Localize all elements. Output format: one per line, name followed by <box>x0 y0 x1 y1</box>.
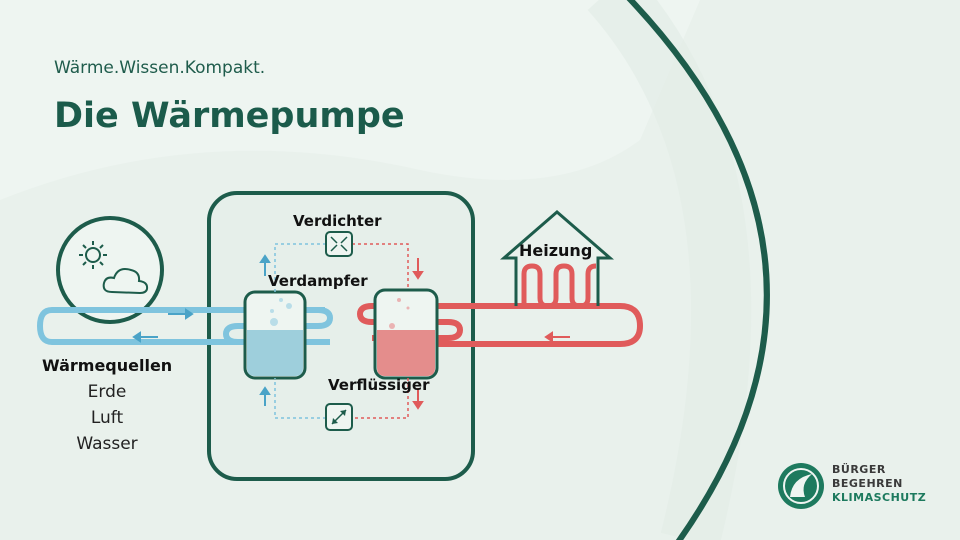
expansion-valve-icon <box>325 403 353 431</box>
radiator-coil <box>520 263 597 309</box>
heat-source-item: Erde <box>87 382 127 402</box>
cycle-arrow-down-bottom <box>412 388 424 410</box>
heat-source-circle <box>56 216 164 324</box>
cycle-arrow-up-top <box>259 254 271 276</box>
refrigerant-cycle <box>274 243 409 419</box>
logo-text: BÜRGER BEGEHREN KLIMASCHUTZ <box>832 463 926 505</box>
heating-label: Heizung <box>519 241 593 260</box>
cycle-arrow-up-bottom <box>259 386 271 406</box>
condenser-liquid <box>377 330 435 376</box>
cycle-arrow-down-top <box>412 258 424 280</box>
heat-sources-heading: Wärmequellen <box>42 356 173 375</box>
evaporator-bubbles <box>270 298 292 326</box>
condenser-label: Verflüssiger <box>328 376 430 394</box>
background-arc <box>587 0 752 540</box>
logo-line-3: KLIMASCHUTZ <box>832 491 927 504</box>
page-title: Die Wärmepumpe <box>54 96 405 136</box>
decorative-arc <box>626 0 770 540</box>
logo-line-2: BEGEHREN <box>832 477 903 490</box>
evaporator-liquid <box>247 330 303 376</box>
condenser-bubbles <box>389 298 410 329</box>
flow-arrow-return <box>544 331 570 343</box>
page-subtitle: Wärme.Wissen.Kompakt. <box>54 58 266 78</box>
heat-source-item: Luft <box>90 408 124 428</box>
flow-arrow-in <box>168 308 194 320</box>
compressor-label: Verdichter <box>293 212 382 230</box>
flow-arrow-out <box>132 331 158 343</box>
cloud-icon <box>102 268 149 295</box>
source-loop <box>36 307 325 345</box>
house-icon <box>499 210 615 306</box>
sun-icon <box>79 241 107 269</box>
logo-emblem <box>778 463 824 509</box>
heating-loop <box>375 303 644 347</box>
compressor-icon <box>325 231 353 257</box>
evaporator-label: Verdampfer <box>268 272 368 290</box>
logo-line-1: BÜRGER <box>832 463 886 476</box>
heat-source-item: Wasser <box>76 434 138 454</box>
